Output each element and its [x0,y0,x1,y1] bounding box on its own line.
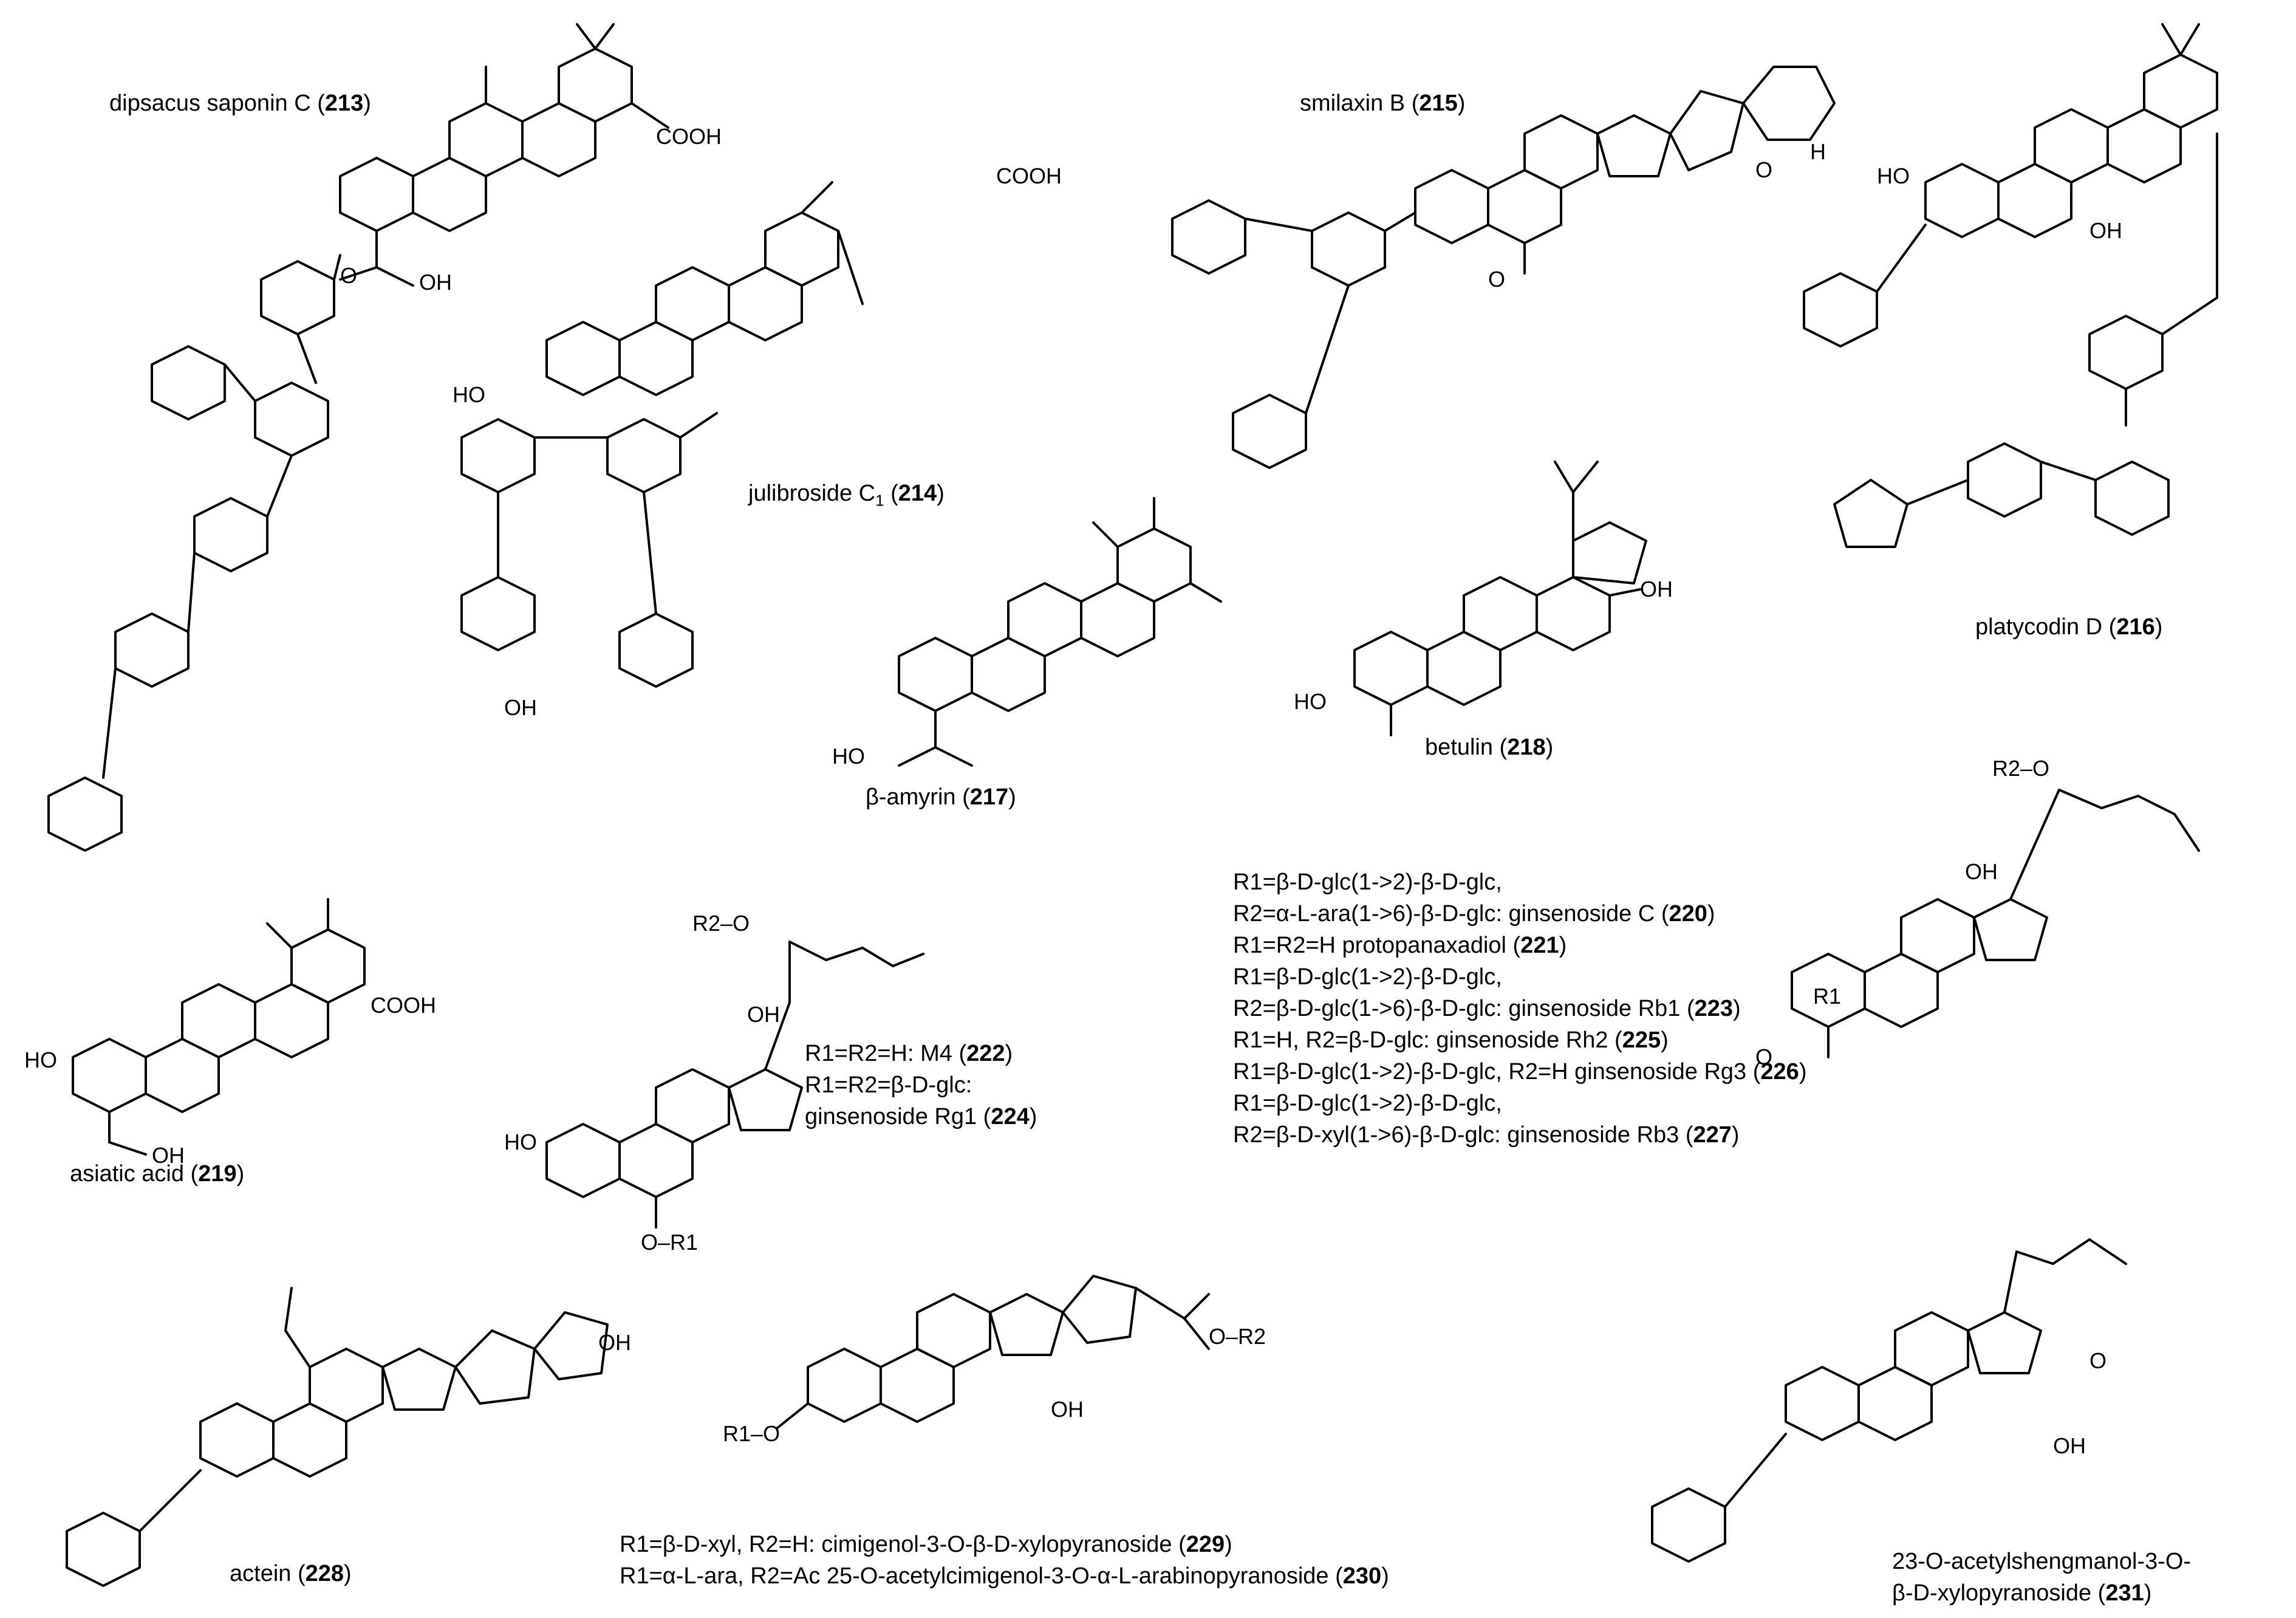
atom-ho-218: HO [1294,689,1327,714]
atom-ketone-231: O [2089,1348,2107,1373]
structure-231 [1651,1238,2127,1563]
structure-228 [66,1287,609,1587]
label-224-line1: R1=R2=β-D-glc: [805,1072,972,1098]
ginseng-line-3: R1=R2=H protopanaxadiol (221) [1233,933,1567,958]
ginseng-line-6: R1=H, R2=β-D-glc: ginsenoside Rh2 (225) [1233,1027,1669,1053]
atom-r2o-220: R2–O [1992,756,2050,781]
atom-ketone-215: O [1488,267,1506,292]
structure-215 [1171,66,1836,469]
structure-220-227 [1791,789,2200,1058]
atom-oh-220: OH [1965,859,1998,884]
atom-or2-229: O–R2 [1209,1324,1266,1349]
structure-218 [1353,461,1647,736]
atom-oh-229: OH [1051,1397,1084,1422]
atom-o-215: O [1755,157,1773,182]
atom-o-220: O [1755,1044,1773,1069]
atom-oh-219: OH [152,1143,185,1168]
ginseng-line-7: R1=β-D-glc(1->2)-β-D-glc, R2=H ginsenosi… [1233,1059,1807,1085]
atom-oh-213: OH [419,270,452,295]
atom-oh-218: OH [1640,577,1673,602]
label-228: actein (228) [230,1561,352,1586]
label-231-line2: β-D-xylopyranoside (231) [1892,1580,2152,1606]
label-213: dipsacus saponin C (213) [109,91,371,116]
ginseng-line-2: R2=α-L-ara(1->6)-β-D-glc: ginsenoside C … [1233,901,1715,927]
atom-r1o-229: R1–O [723,1421,781,1446]
structure-217 [898,497,1222,767]
atom-or1-222: O–R1 [641,1230,699,1255]
atom-r2o-222: R2–O [692,911,750,936]
atom-r1-220: R1 [1813,984,1842,1009]
cimigenol-line-1: R1=β-D-xyl, R2=H: cimigenol-3-O-β-D-xylo… [620,1532,1232,1557]
atom-ho-214: HO [453,382,485,407]
atom-cooh-213: COOH [656,124,722,149]
atom-oh-214: OH [504,695,537,720]
label-231-line1: 23-O-acetylshengmanol-3-O- [1892,1549,2192,1574]
atom-o-213: O [340,263,358,288]
cimigenol-line-2: R1=α-L-ara, R2=Ac 25-O-acetylcimigenol-3… [620,1563,1389,1589]
structure-213 [47,23,669,852]
atom-oh-216: OH [2089,218,2122,243]
atom-cooh-219: COOH [371,993,436,1018]
structure-229-230 [776,1275,1210,1429]
label-216: platycodin D (216) [1975,614,2163,640]
structure-219 [72,898,366,1156]
ginseng-line-5: R2=β-D-glc(1->6)-β-D-glc: ginsenoside Rb… [1233,996,1741,1021]
label-222: R1=R2=H: M4 (222) [805,1041,1013,1066]
atom-ho-222: HO [504,1130,537,1154]
structure-214 [460,181,864,688]
structure-222-224 [545,941,924,1229]
atom-oh-228: OH [598,1330,631,1355]
label-217: β-amyrin (217) [866,784,1016,810]
label-219: asiatic acid (219) [70,1161,245,1187]
ginseng-line-1: R1=β-D-glc(1->2)-β-D-glc, [1233,869,1502,895]
atom-ho-219: HO [24,1047,57,1072]
atom-ho-216: HO [1877,163,1910,188]
label-224-line2: ginsenoside Rg1 (224) [805,1104,1037,1130]
label-218: betulin (218) [1425,735,1554,760]
atom-oh-222: OH [747,1002,780,1027]
atom-cooh-214: COOH [996,163,1062,188]
ginseng-line-9: R2=β-D-xyl(1->6)-β-D-glc: ginsenoside Rb… [1233,1122,1740,1148]
label-214: julibroside C1 (214) [748,481,945,510]
structure-216 [1803,23,2218,548]
ginseng-line-8: R1=β-D-glc(1->2)-β-D-glc, [1233,1091,1502,1116]
label-215: smilaxin B (215) [1300,91,1466,116]
atom-h-215: H [1810,139,1826,164]
ginseng-line-4: R1=β-D-glc(1->2)-β-D-glc, [1233,964,1502,990]
atom-ho-217: HO [832,744,865,769]
atom-oh-231: OH [2053,1433,2086,1458]
